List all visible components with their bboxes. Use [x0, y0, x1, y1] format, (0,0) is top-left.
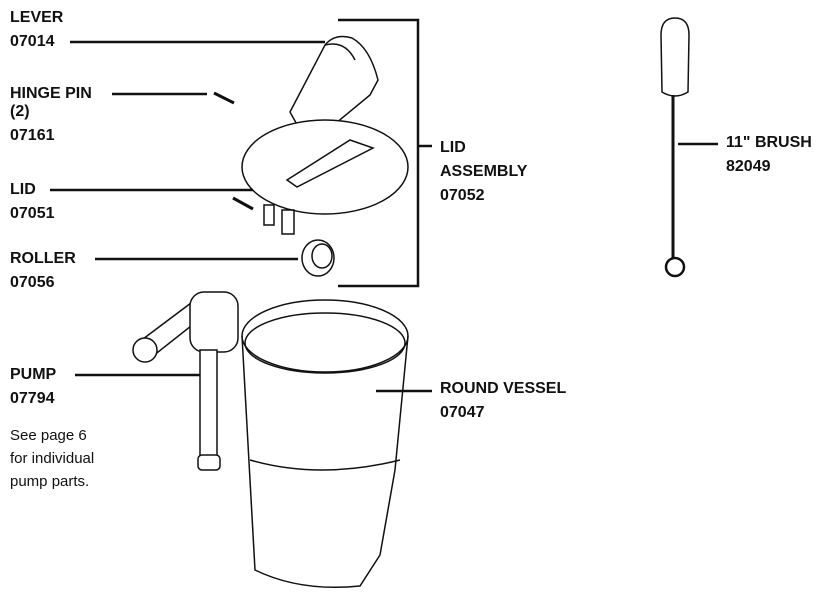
- roller-name: ROLLER: [10, 250, 76, 267]
- leader-lines: [50, 18, 718, 393]
- pump-icon: [132, 291, 239, 471]
- hinge-pin-number: 07161: [10, 127, 55, 144]
- brush-number: 82049: [726, 158, 771, 175]
- lid-assembly-name1: LID: [440, 139, 466, 156]
- brush-icon: [660, 17, 690, 278]
- brush-name: 11" BRUSH: [726, 134, 812, 151]
- roller-icon: [301, 239, 335, 277]
- roller-number: 07056: [10, 274, 55, 291]
- pump-note: See page 6 for individual pump parts.: [10, 424, 94, 493]
- pump-number: 07794: [10, 390, 55, 407]
- pump-name: PUMP: [10, 366, 57, 383]
- lever-number: 07014: [10, 33, 55, 50]
- hinge-pin-qty: (2): [10, 103, 30, 120]
- note-line: pump parts.: [10, 473, 90, 490]
- lid-assembly-name2: ASSEMBLY: [440, 163, 528, 180]
- hinge-pin-name: HINGE PIN: [10, 85, 92, 102]
- hinge-pin-icon: [213, 91, 254, 211]
- round-vessel-icon: [241, 299, 409, 589]
- note-line: for individual: [10, 450, 95, 467]
- round-vessel-number: 07047: [440, 404, 485, 421]
- lever-name: LEVER: [10, 9, 64, 26]
- note-line: See page 6: [10, 427, 87, 444]
- lid-number: 07051: [10, 205, 55, 222]
- lid-name: LID: [10, 181, 36, 198]
- lid-assembly-number: 07052: [440, 187, 485, 204]
- lid-icon: [241, 119, 409, 235]
- round-vessel-name: ROUND VESSEL: [440, 380, 567, 397]
- lever-icon: [289, 35, 379, 139]
